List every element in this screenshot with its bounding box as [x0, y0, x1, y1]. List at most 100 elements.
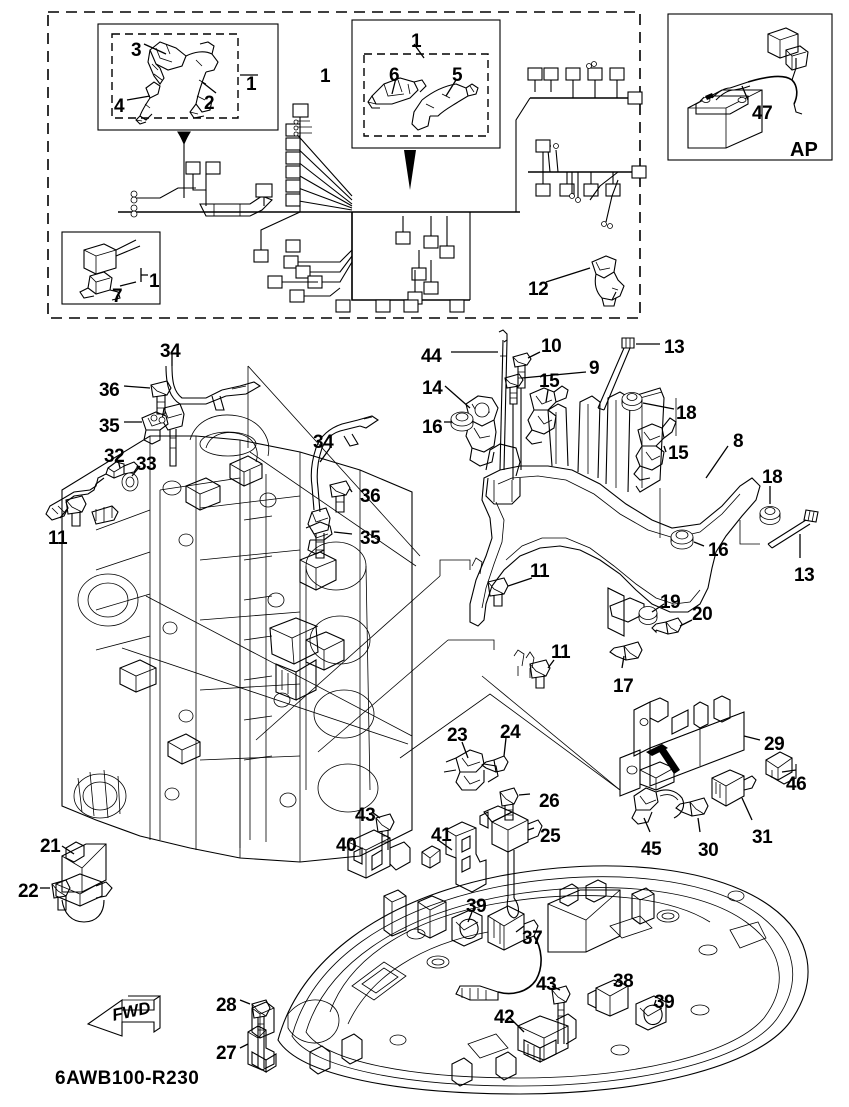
part-15b-clamp — [633, 417, 677, 481]
callout-5: 5 — [452, 65, 463, 86]
part-35b-clip — [305, 521, 333, 555]
part-5-shape — [411, 83, 479, 131]
callout-39-lower: 39 — [654, 992, 675, 1013]
callout-25: 25 — [540, 826, 561, 847]
callout-35-upper: 35 — [99, 416, 120, 437]
ap-inset-box — [667, 13, 833, 161]
callout-9: 9 — [589, 358, 600, 379]
part-10-bolt — [512, 352, 532, 470]
part-39a-grommet — [451, 909, 483, 947]
callout-12: 12 — [528, 279, 549, 300]
part-17-bolt — [609, 641, 643, 661]
harness-dashed-enclosure — [47, 11, 641, 319]
part-16a-nut — [450, 411, 474, 432]
callout-1-harness-left: 1 — [246, 74, 257, 95]
part-20-bolt — [651, 617, 683, 635]
part-3-shape — [147, 41, 187, 85]
part-43a-bolt — [375, 813, 395, 850]
callout-14: 14 — [422, 378, 443, 399]
assembly-guide-lines — [121, 365, 621, 791]
callout-8: 8 — [733, 431, 744, 452]
callout-47: 47 — [752, 103, 773, 124]
part-37-connector — [455, 905, 542, 1001]
part-13a-bolt — [597, 337, 635, 411]
callout-11-mid-lower: 11 — [551, 642, 571, 663]
part-42-block — [517, 1013, 577, 1063]
part-14-shape — [465, 395, 499, 467]
bracket-assembly-lower-right — [619, 695, 797, 833]
callout-43-lower: 43 — [536, 974, 557, 995]
part-24-bolt — [481, 755, 509, 773]
part-12-shape — [591, 255, 625, 307]
part-relay-shape — [79, 239, 141, 301]
callout-34-upper: 34 — [160, 341, 181, 362]
part-38-block — [587, 979, 629, 1017]
part-6-shape — [367, 77, 427, 109]
callout-23: 23 — [447, 725, 468, 746]
fwd-arrow-marker — [86, 994, 161, 1037]
part-43b-bolt — [551, 985, 571, 1044]
callout-11-left: 11 — [48, 528, 68, 549]
part-27-bracket — [247, 1025, 277, 1073]
part-13b-bolt — [767, 509, 819, 549]
callout-33: 33 — [136, 454, 157, 475]
callout-38: 38 — [613, 971, 634, 992]
cowling-brackets — [347, 787, 543, 919]
part-18a-nut — [621, 392, 643, 411]
callout-44: 44 — [421, 346, 442, 367]
part-40-bracket — [347, 829, 411, 879]
part-44-rod — [498, 329, 508, 471]
callout-36-right: 36 — [360, 486, 381, 507]
callout-42: 42 — [494, 1007, 515, 1028]
callout-1-harness-main: 1 — [320, 66, 331, 87]
lower-cowling — [251, 865, 809, 1095]
main-wiring-harness — [118, 61, 647, 313]
part-15a-clamp — [525, 385, 569, 445]
callout-28: 28 — [216, 995, 237, 1016]
callout-16-lower: 16 — [708, 540, 729, 561]
engine-block — [61, 414, 413, 863]
callout-34-right: 34 — [313, 432, 334, 453]
callout-15-upper: 15 — [539, 371, 560, 392]
callout-13-top: 13 — [664, 337, 685, 358]
part-31-connector — [711, 769, 757, 807]
callout-18-lower: 18 — [762, 467, 783, 488]
part-36b-bolt — [329, 480, 351, 513]
harness-relay-inset — [61, 231, 161, 305]
part-30-bolt — [675, 797, 709, 817]
parts-23-24 — [443, 557, 555, 791]
callout-4: 4 — [114, 96, 125, 117]
part-22-bolt — [51, 879, 71, 911]
part-9-bolt — [504, 373, 524, 480]
part-18b-nut — [759, 506, 781, 525]
callout-1-relay: 1 — [149, 271, 160, 292]
callout-6: 6 — [389, 65, 400, 86]
parts-21-22 — [40, 841, 113, 923]
callout-17: 17 — [613, 676, 634, 697]
part-11b-bolt — [487, 577, 509, 607]
harness-inset-right — [351, 19, 501, 190]
callout-31: 31 — [752, 827, 773, 848]
callout-18-upper: 18 — [676, 403, 697, 424]
part-46-clip — [765, 751, 797, 785]
diagram-part-number: 6AWB100-R230 — [55, 1068, 200, 1089]
bracket-17-19-20 — [607, 587, 693, 669]
callout-27: 27 — [216, 1043, 237, 1064]
callout-35-right: 35 — [360, 528, 381, 549]
callout-22: 22 — [18, 881, 39, 902]
callout-30: 30 — [698, 840, 719, 861]
part-39b-grommet — [635, 995, 667, 1031]
callout-7: 7 — [112, 286, 123, 307]
callout-1-harness-right: 1 — [411, 31, 422, 52]
part-35a-clip — [141, 411, 169, 445]
part-2-shape — [185, 41, 219, 119]
callout-21: 21 — [40, 836, 61, 857]
coil-box-ghost — [547, 879, 621, 953]
callout-41: 41 — [431, 825, 452, 846]
callout-24: 24 — [500, 722, 521, 743]
part-16b-nut — [670, 529, 694, 550]
callout-36-upper: 36 — [99, 380, 120, 401]
callout-20: 20 — [692, 604, 713, 625]
